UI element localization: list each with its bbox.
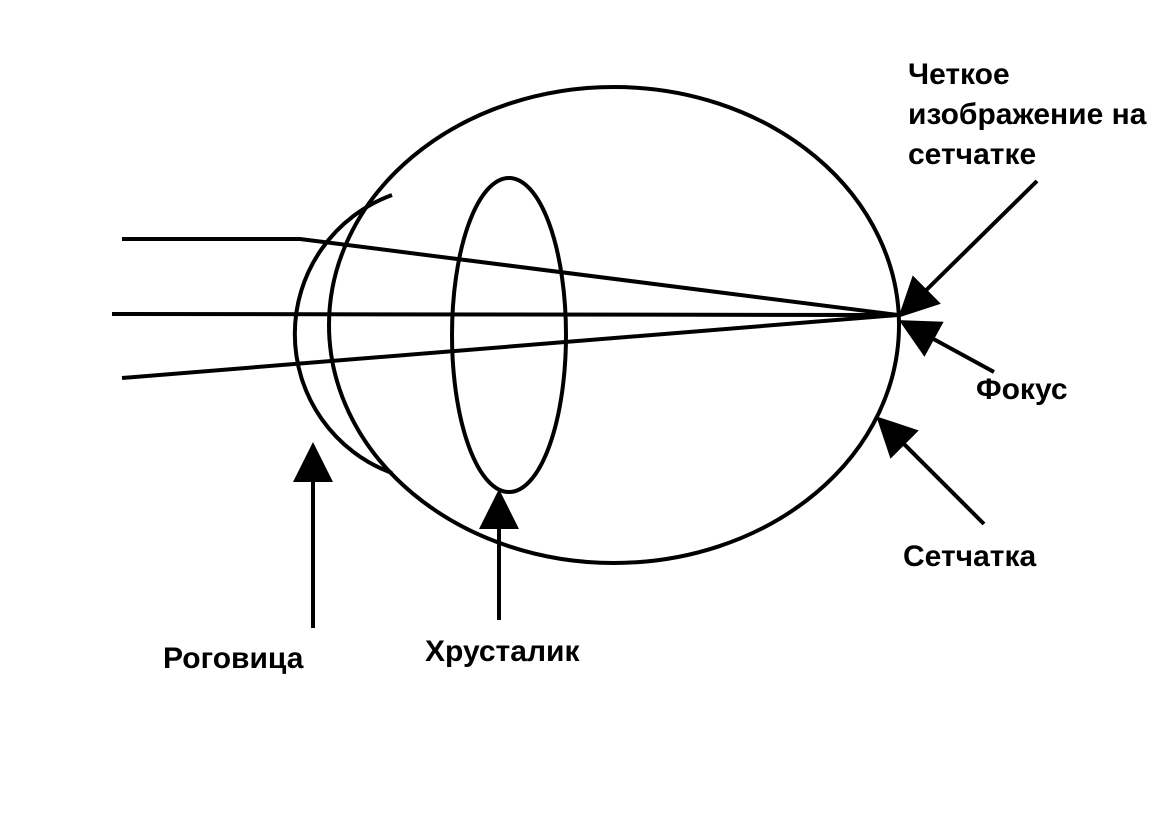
sharp-image-label: Четкое изображение на сетчатке bbox=[908, 55, 1158, 175]
retina-label: Сетчатка bbox=[903, 537, 1036, 577]
light-ray-bottom bbox=[122, 315, 898, 378]
focus-label: Фокус bbox=[976, 370, 1068, 410]
light-ray-top bbox=[122, 239, 898, 315]
cornea bbox=[295, 195, 392, 473]
retina-arrow bbox=[882, 422, 984, 524]
lens-label: Хрусталик bbox=[425, 632, 579, 672]
light-ray-middle bbox=[112, 314, 898, 315]
lens bbox=[452, 178, 566, 492]
sharp-image-arrow bbox=[904, 181, 1037, 312]
cornea-label: Роговица bbox=[163, 639, 303, 679]
focus-arrow bbox=[906, 324, 994, 372]
eyeball bbox=[329, 87, 899, 563]
